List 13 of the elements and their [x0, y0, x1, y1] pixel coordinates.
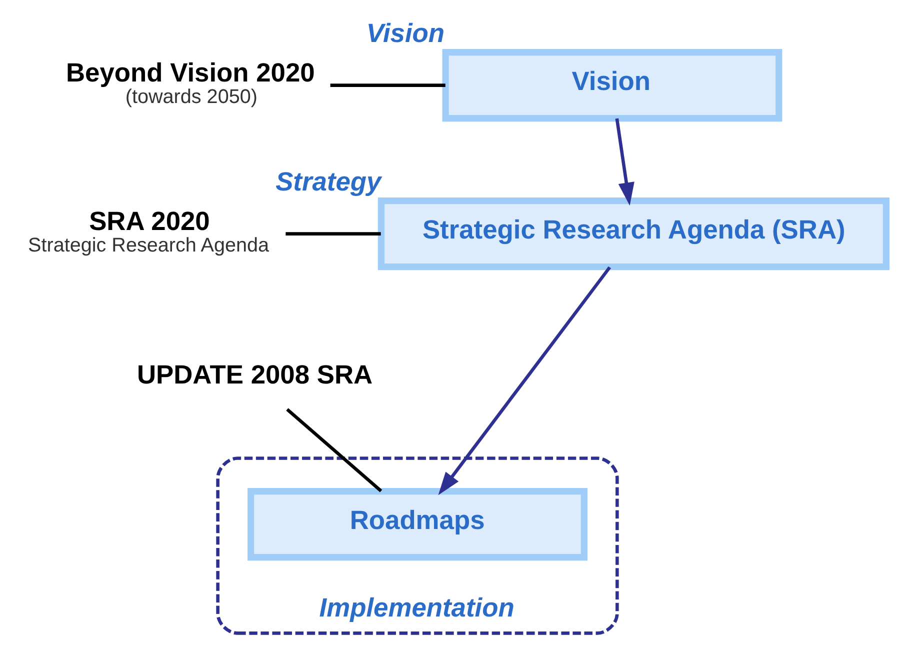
- connector: [286, 232, 381, 236]
- node-text: SRA 2020 Strategic Research Agenda: [28, 206, 270, 256]
- node-text: Beyond Vision 2020 (towards 2050): [66, 58, 315, 108]
- connector: [330, 84, 446, 87]
- connector: [286, 408, 382, 492]
- node-box: Strategic Research Agenda (SRA): [378, 198, 890, 270]
- node-box: Vision: [442, 49, 782, 122]
- node-label: Strategy: [276, 166, 382, 197]
- node-box: Roadmaps: [248, 488, 588, 561]
- node-text: UPDATE 2008 SRA: [136, 360, 373, 390]
- arrow: [438, 266, 612, 496]
- node-label: Vision: [366, 18, 445, 48]
- arrow: [615, 118, 634, 206]
